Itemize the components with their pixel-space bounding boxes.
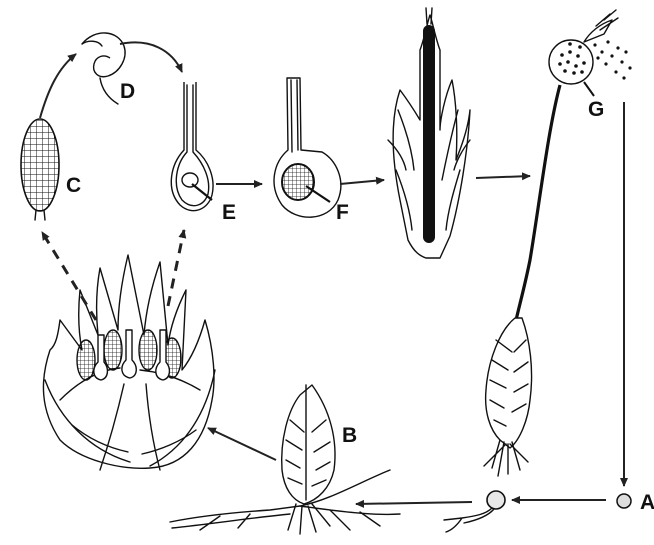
archegonium-f [274,78,341,217]
label-b: B [342,424,357,447]
spore-a [617,494,631,508]
gametangia-cluster [43,255,215,470]
sperm-cell-d [82,33,125,104]
antheridium-c [21,119,59,220]
label-e: E [222,201,236,224]
mature-sporophyte [484,10,632,476]
label-a: A [640,491,654,514]
label-c: C [66,174,81,197]
label-d: D [120,80,135,103]
germinating-spore [444,491,505,532]
archegonium-e [171,82,213,211]
label-f: F [336,201,349,224]
young-sporophyte [388,8,470,258]
label-g: G [588,98,604,121]
